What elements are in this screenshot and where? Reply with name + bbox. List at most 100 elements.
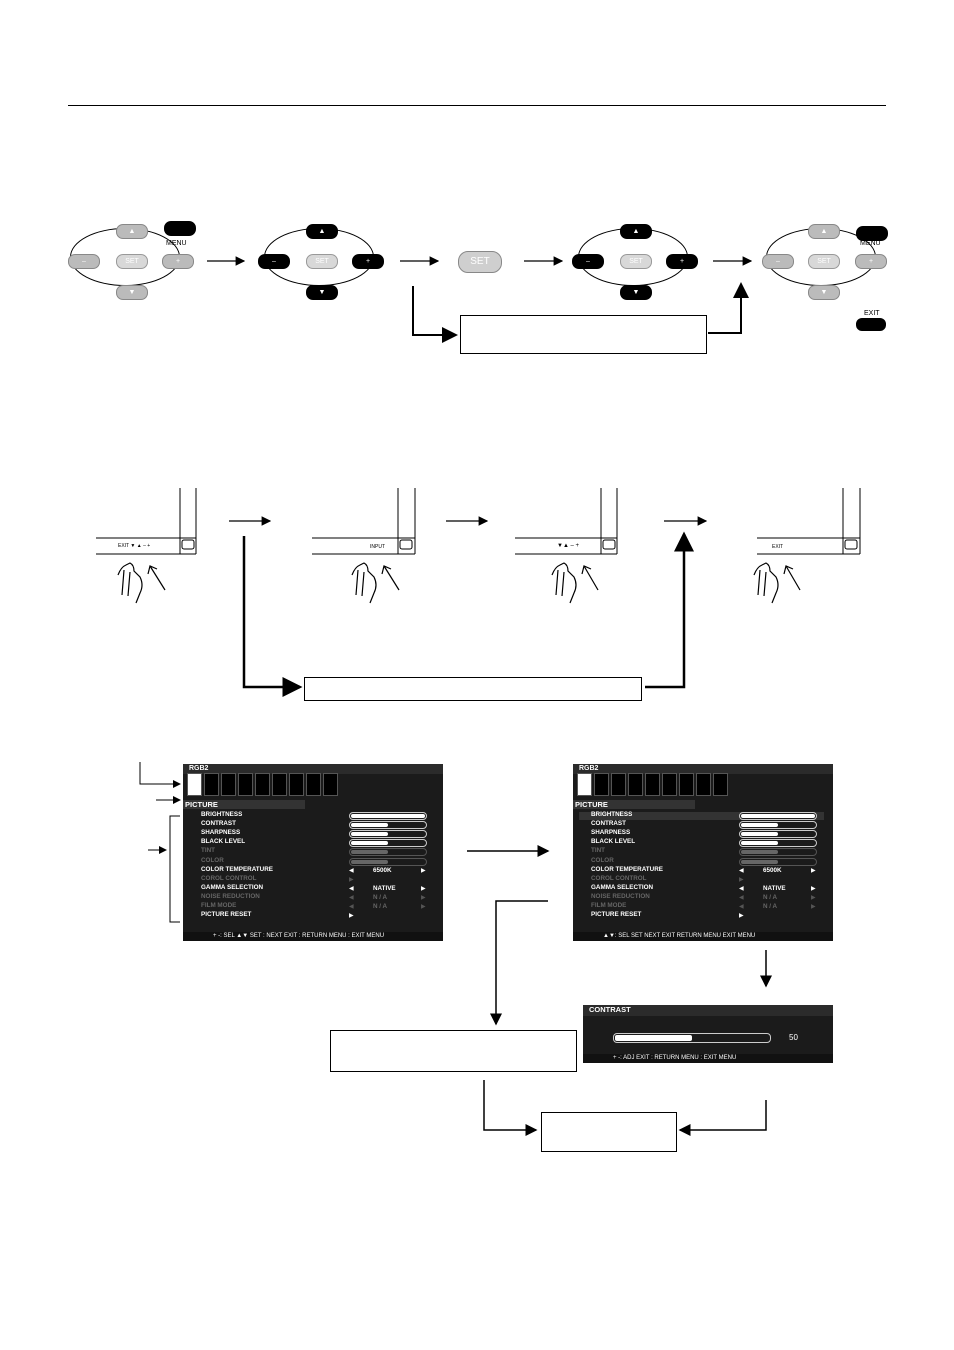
menu-item-level-bar[interactable]	[349, 848, 427, 857]
menu-item-label[interactable]: TINT	[201, 847, 215, 855]
display-protection-tab-icon[interactable]	[696, 773, 711, 796]
multi-input-tab-icon[interactable]	[679, 773, 694, 796]
menu-item-label[interactable]: PICTURE RESET	[201, 911, 252, 919]
menu-item-label[interactable]: CONTRAST	[591, 820, 626, 828]
menu-item-level-bar[interactable]	[349, 821, 427, 830]
menu-item-label[interactable]: TINT	[591, 847, 605, 855]
menu-item-label[interactable]: GAMMA SELECTION	[201, 883, 264, 891]
right-arrow-icon[interactable]: ▶	[811, 894, 816, 901]
right-arrow-icon[interactable]: ▶	[811, 867, 816, 874]
menu-item-level-bar[interactable]	[739, 857, 817, 866]
left-arrow-icon[interactable]: ◀	[739, 867, 744, 874]
contrast-level-fill	[615, 1035, 692, 1041]
left-arrow-icon[interactable]: ◀	[349, 894, 354, 901]
screen-tab-icon[interactable]	[594, 773, 609, 796]
right-arrow-icon[interactable]: ▶	[421, 885, 426, 892]
osd-tab-icon[interactable]	[662, 773, 677, 796]
menu-item-label[interactable]: FILM MODE	[591, 902, 627, 909]
set-button[interactable]: SET	[306, 254, 338, 269]
set-button[interactable]: SET	[620, 254, 652, 269]
submenu-arrow-icon[interactable]: ▶	[349, 913, 354, 920]
left-arrow-icon[interactable]: ◀	[349, 904, 354, 910]
right-arrow-icon[interactable]: ▶	[421, 894, 426, 901]
menu-item-label[interactable]: COLOR TEMPERATURE	[591, 865, 663, 873]
plus-button[interactable]: +	[352, 254, 384, 269]
submenu-arrow-icon[interactable]: ▶	[739, 876, 744, 883]
exit-button[interactable]	[856, 318, 886, 331]
display-protection-tab-icon[interactable]	[306, 773, 321, 796]
down-button[interactable]: ▼	[306, 285, 338, 300]
menu-item-label[interactable]: NOISE REDUCTION	[201, 892, 260, 900]
left-arrow-icon[interactable]: ◀	[349, 867, 354, 874]
menu-item-level-bar[interactable]	[739, 830, 817, 839]
menu-item-label[interactable]: CONTRAST	[201, 820, 236, 828]
minus-button[interactable]: –	[68, 254, 100, 269]
menu-item-label[interactable]: COLOR	[201, 856, 224, 864]
plus-button[interactable]: +	[666, 254, 698, 269]
menu-item-label[interactable]: COLOR	[591, 856, 614, 864]
down-button[interactable]: ▼	[808, 285, 840, 300]
right-arrow-icon[interactable]: ▶	[421, 904, 426, 910]
menu-item-label[interactable]: BRIGHTNESS	[591, 811, 633, 818]
submenu-arrow-icon[interactable]: ▶	[739, 913, 744, 920]
advanced-tab-icon[interactable]	[323, 773, 338, 796]
audio-tab-icon[interactable]	[221, 773, 236, 796]
menu-item-label[interactable]: BLACK LEVEL	[591, 838, 636, 846]
menu-item-label[interactable]: SHARPNESS	[201, 829, 241, 837]
right-arrow-icon[interactable]: ▶	[811, 904, 816, 910]
plus-button[interactable]: +	[855, 254, 887, 269]
audio-tab-icon[interactable]	[611, 773, 626, 796]
down-button[interactable]: ▼	[620, 285, 652, 300]
menu-item-label[interactable]: COROL CONTROL	[591, 874, 647, 882]
set-button[interactable]: SET	[808, 254, 840, 269]
pip-tab-icon[interactable]	[645, 773, 660, 796]
minus-button[interactable]: –	[572, 254, 604, 269]
menu-item-label[interactable]: FILM MODE	[201, 902, 237, 909]
schedule-tab-icon[interactable]	[628, 773, 643, 796]
picture-tab-icon[interactable]	[577, 773, 592, 796]
menu-item-label[interactable]: COLOR TEMPERATURE	[201, 865, 273, 873]
left-arrow-icon[interactable]: ◀	[739, 885, 744, 892]
minus-button[interactable]: –	[762, 254, 794, 269]
up-button[interactable]: ▲	[306, 224, 338, 239]
menu-item-label[interactable]: BRIGHTNESS	[201, 811, 243, 818]
screen-tab-icon[interactable]	[204, 773, 219, 796]
up-button[interactable]: ▲	[116, 224, 148, 239]
pip-tab-icon[interactable]	[255, 773, 270, 796]
picture-tab-icon[interactable]	[187, 773, 202, 796]
advanced-tab-icon[interactable]	[713, 773, 728, 796]
set-button[interactable]: SET	[116, 254, 148, 269]
right-arrow-icon[interactable]: ▶	[421, 867, 426, 874]
menu-item-label[interactable]: NOISE REDUCTION	[591, 892, 650, 900]
plus-button[interactable]: +	[162, 254, 194, 269]
menu-item-label[interactable]: COROL CONTROL	[201, 874, 257, 882]
up-button[interactable]: ▲	[620, 224, 652, 239]
left-arrow-icon[interactable]: ◀	[349, 885, 354, 892]
menu-item-label[interactable]: PICTURE RESET	[591, 911, 642, 919]
contrast-level-bar[interactable]	[613, 1033, 771, 1043]
menu-item-level-bar[interactable]	[349, 839, 427, 848]
menu-button[interactable]	[856, 226, 888, 241]
submenu-arrow-icon[interactable]: ▶	[349, 876, 354, 883]
osd-tab-icon[interactable]	[272, 773, 287, 796]
down-button[interactable]: ▼	[116, 285, 148, 300]
menu-item-level-bar[interactable]	[349, 812, 427, 820]
multi-input-tab-icon[interactable]	[289, 773, 304, 796]
schedule-tab-icon[interactable]	[238, 773, 253, 796]
right-arrow-icon[interactable]: ▶	[811, 885, 816, 892]
menu-item-label[interactable]: BLACK LEVEL	[201, 838, 246, 846]
menu-item-label[interactable]: SHARPNESS	[591, 829, 631, 837]
left-arrow-icon[interactable]: ◀	[739, 894, 744, 901]
menu-button[interactable]	[164, 221, 196, 236]
menu-item-level-bar[interactable]	[739, 812, 817, 820]
left-arrow-icon[interactable]: ◀	[739, 904, 744, 910]
set-button-large[interactable]: SET	[458, 251, 502, 273]
menu-item-label[interactable]: GAMMA SELECTION	[591, 883, 654, 891]
menu-item-level-bar[interactable]	[349, 857, 427, 866]
menu-item-level-bar[interactable]	[739, 839, 817, 848]
menu-item-level-bar[interactable]	[349, 830, 427, 839]
up-button[interactable]: ▲	[808, 224, 840, 239]
minus-button[interactable]: –	[258, 254, 290, 269]
menu-item-level-bar[interactable]	[739, 821, 817, 830]
menu-item-level-bar[interactable]	[739, 848, 817, 857]
